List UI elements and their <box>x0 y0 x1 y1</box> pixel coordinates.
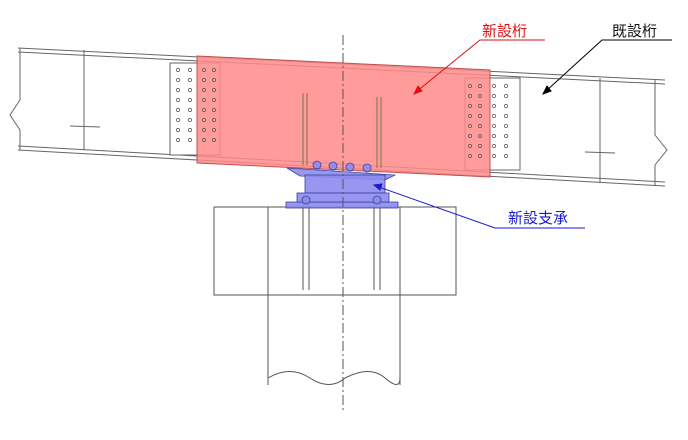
bolt-icon <box>188 128 192 132</box>
bolt-icon <box>468 134 472 138</box>
bolt-icon <box>188 68 192 72</box>
bolt-icon <box>504 94 508 98</box>
bolt-icon <box>188 88 192 92</box>
leader-new-bearing <box>372 183 585 229</box>
bolt-icon <box>212 88 216 92</box>
bolt-icon <box>468 104 472 108</box>
bolt-icon <box>468 144 472 148</box>
bolt-icon <box>478 84 482 88</box>
label-new-bearing: 新設支承 <box>508 209 569 227</box>
bolt-icon <box>468 114 472 118</box>
bolt-icon <box>504 134 508 138</box>
bolt-icon <box>202 138 206 142</box>
pier <box>213 206 457 385</box>
bolt-icon <box>212 128 216 132</box>
bolt-icon <box>212 118 216 122</box>
leader-new-girder <box>412 39 545 95</box>
bolt-icon <box>468 94 472 98</box>
anchor-bolts <box>302 205 381 290</box>
bolt-icon <box>202 128 206 132</box>
bolt-icon <box>176 78 180 82</box>
bolt-icon <box>504 104 508 108</box>
bolt-icon <box>176 118 180 122</box>
bolt-icon <box>492 134 496 138</box>
bolt-icon <box>188 78 192 82</box>
bolt-icon <box>212 98 216 102</box>
bolt-icon <box>176 108 180 112</box>
bolt-icon <box>492 144 496 148</box>
bolt-icon <box>212 68 216 72</box>
bolt-icon <box>202 98 206 102</box>
bolt-icon <box>176 128 180 132</box>
bolt-icon <box>478 144 482 148</box>
bolt-icon <box>468 84 472 88</box>
bolt-group <box>176 68 508 158</box>
bolt-icon <box>492 124 496 128</box>
bolt-icon <box>492 84 496 88</box>
bolt-icon <box>202 118 206 122</box>
bolt-icon <box>176 88 180 92</box>
bolt-icon <box>492 104 496 108</box>
stiffeners <box>302 93 382 168</box>
bolt-icon <box>202 78 206 82</box>
bolt-icon <box>188 108 192 112</box>
bolt-icon <box>468 124 472 128</box>
bolt-icon <box>504 154 508 158</box>
bolt-icon <box>176 98 180 102</box>
bolt-icon <box>478 114 482 118</box>
bolt-icon <box>202 88 206 92</box>
bolt-icon <box>188 98 192 102</box>
bolt-icon <box>504 124 508 128</box>
leader-existing-girder <box>541 39 672 95</box>
bolt-icon <box>504 84 508 88</box>
bolt-icon <box>478 104 482 108</box>
bolt-icon <box>202 108 206 112</box>
bolt-icon <box>188 138 192 142</box>
bolt-icon <box>176 138 180 142</box>
bolt-icon <box>504 114 508 118</box>
bolt-icon <box>478 94 482 98</box>
bolt-icon <box>492 94 496 98</box>
bolt-icon <box>212 78 216 82</box>
bolt-icon <box>188 118 192 122</box>
bolt-icon <box>504 144 508 148</box>
bolt-icon <box>212 138 216 142</box>
bolt-icon <box>202 68 206 72</box>
bolt-icon <box>176 68 180 72</box>
bolt-icon <box>492 154 496 158</box>
bolt-icon <box>212 108 216 112</box>
bolt-icon <box>478 154 482 158</box>
bolt-icon <box>492 114 496 118</box>
bolt-icon <box>478 134 482 138</box>
label-existing-girder: 既設桁 <box>612 22 658 40</box>
bolt-icon <box>468 154 472 158</box>
label-new-girder: 新設桁 <box>482 22 528 40</box>
bolt-icon <box>478 124 482 128</box>
